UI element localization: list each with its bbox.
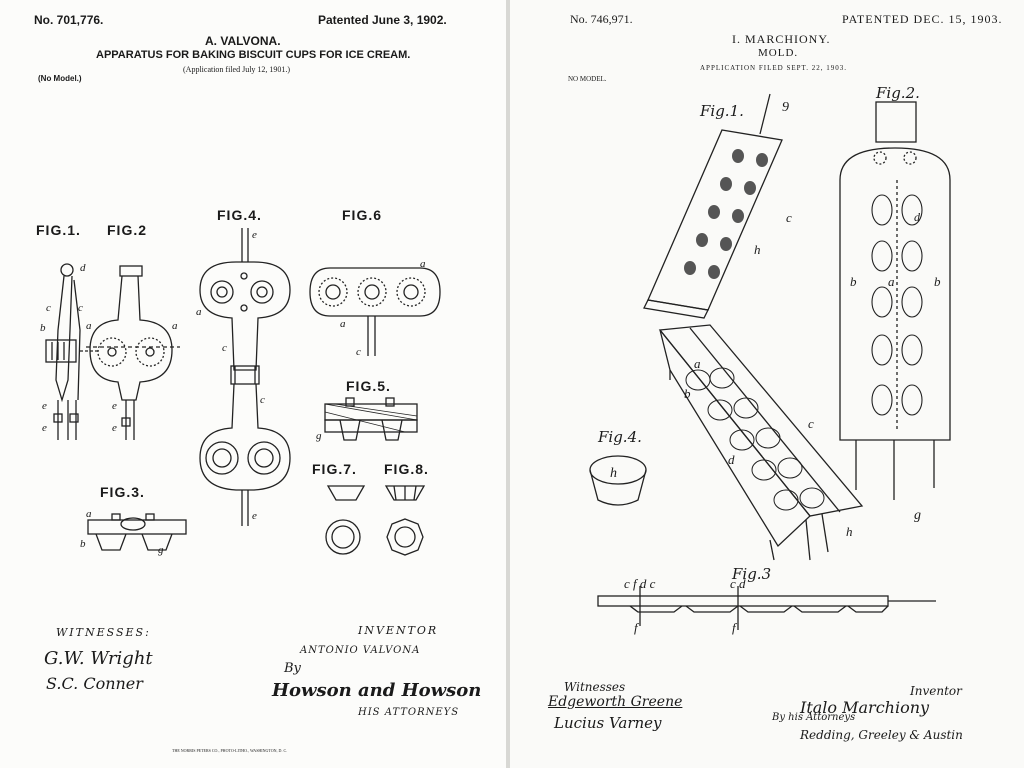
fig-1-lower-trough [658,324,864,561]
fig-1-upper-plate [643,93,783,319]
application-date: (Application filed July 12, 1901.) [183,65,291,74]
witness-signature-1: G.W. Wright [44,648,153,669]
inventor-label: INVENTOR [358,624,439,637]
fig-5-label: FIG.5. [346,378,391,394]
printer-imprint: THE NORRIS PETERS CO., PHOTO-LITHO., WAS… [172,748,288,753]
patent-title: MOLD. [758,47,799,59]
inventor-label: Inventor [910,684,962,698]
marchiony-patent-sheet: No. 746,971. PATENTED DEC. 15, 1903. I. … [510,0,1024,768]
fig-1-label: Fig.1. [700,102,744,120]
fig-4-drawing [199,228,291,526]
witnesses-label: WITNESSES: [56,626,151,639]
fig-4-label: FIG.4. [217,207,262,223]
valvona-drawings [45,228,441,556]
patent-date: PATENTED DEC. 15, 1903. [842,12,1003,26]
fig-3-drawing [597,586,936,630]
by-label: By [284,661,301,676]
fig-3-label: FIG.3. [100,484,145,500]
inventor-name: I. MARCHIONY. [732,32,831,46]
fig-8-label: FIG.8. [384,461,429,477]
page-divider [506,0,510,768]
witness-signature-2: Lucius Varney [554,714,662,732]
fig-5-drawing [324,397,418,441]
patent-number: No. 701,776. [34,13,104,27]
fig-2-label: FIG.2 [107,222,148,238]
no-model: (No Model.) [38,74,82,83]
fig-6-drawing [309,267,441,356]
fig-1-drawing [45,263,98,440]
patent-title: APPARATUS FOR BAKING BISCUIT CUPS FOR IC… [96,49,411,61]
inventor-full-name: ANTONIO VALVONA [300,645,421,656]
fig-4-drawing [589,455,647,506]
by-label: By his Attorneys [772,712,856,723]
fig-2-label: Fig.2. [876,84,920,102]
fig-3-drawing [87,513,187,551]
valvona-patent-sheet: No. 701,776. Patented June 3, 1902. A. V… [0,0,506,768]
fig-7-label: FIG.7. [312,461,357,477]
fig-1-label: FIG.1. [36,222,81,238]
fig-6-label: FIG.6 [342,207,383,223]
patent-date: Patented June 3, 1902. [318,13,447,27]
marchiony-drawings [589,93,951,630]
fig-7-drawing [325,485,366,555]
fig-2-drawing [839,101,951,500]
attorney-signature: Redding, Greeley & Austin [800,728,963,742]
patent-number: No. 746,971. [570,12,633,26]
witness-signature-2: S.C. Conner [46,674,143,693]
fig-3-label: Fig.3 [732,565,772,583]
attorneys-label: HIS ATTORNEYS [358,707,460,718]
fig-8-drawing [384,485,426,556]
inventor-name: A. VALVONA. [205,34,281,48]
witness-signature-1: Edgeworth Greene [548,694,683,710]
fig-2-drawing [86,265,180,440]
witnesses-label: Witnesses [564,680,626,694]
inventor-signature: Italo Marchiony [800,698,930,717]
attorney-signature: Howson and Howson [272,680,482,701]
no-model: NO MODEL. [568,75,607,83]
fig-4-label: Fig.4. [598,428,642,446]
application-date: APPLICATION FILED SEPT. 22, 1903. [700,64,848,72]
